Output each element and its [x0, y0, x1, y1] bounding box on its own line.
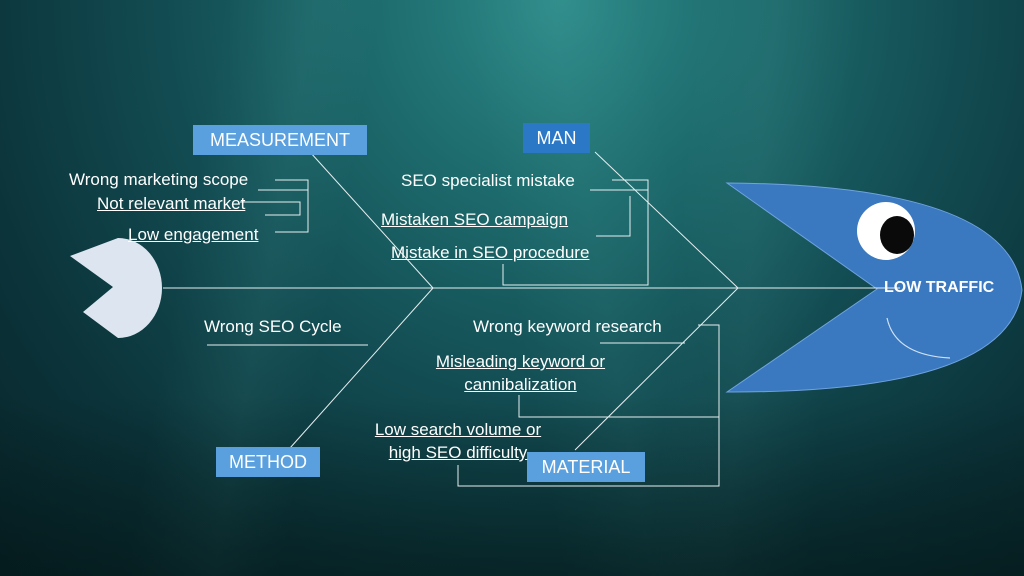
- cause-misleading-keyword-line1: Misleading keyword or: [435, 352, 606, 371]
- cause-seo-specialist-mistake: SEO specialist mistake: [401, 171, 575, 190]
- cause-wrong-keyword-research: Wrong keyword research: [473, 317, 662, 336]
- bone-material: [574, 287, 739, 451]
- connector-mistaken-campaign: [596, 196, 631, 237]
- connector-not-relevant-market: [240, 201, 301, 216]
- cause-not-relevant-market: Not relevant market: [97, 194, 246, 213]
- cause-low-engagement: Low engagement: [128, 225, 259, 244]
- category-method: METHOD: [216, 447, 320, 477]
- fish-gill: [886, 317, 951, 359]
- cause-wrong-marketing-scope: Wrong marketing scope: [69, 170, 249, 189]
- connector-bracket-man: [502, 179, 649, 286]
- connector-bracket-measurement: [275, 179, 309, 233]
- bone-method: [289, 287, 434, 449]
- fish-head: [725, 182, 1023, 393]
- cause-mistaken-seo-campaign: Mistaken SEO campaign: [381, 210, 569, 229]
- connector-bracket-material: [457, 324, 720, 487]
- cause-misleading-keyword-line2: cannibalization: [464, 375, 577, 394]
- cause-low-search-volume-line2: high SEO difficulty: [388, 443, 528, 462]
- bone-man: [594, 151, 739, 289]
- cause-wrong-seo-cycle: Wrong SEO Cycle: [204, 317, 342, 336]
- category-man: MAN: [523, 123, 590, 153]
- category-material: MATERIAL: [527, 452, 645, 482]
- fish-eye-pupil: [880, 216, 914, 254]
- cause-low-search-volume-line1: Low search volume or: [374, 420, 542, 439]
- category-measurement: MEASUREMENT: [193, 125, 367, 155]
- bone-measurement: [309, 151, 434, 289]
- cause-mistake-in-seo-procedure: Mistake in SEO procedure: [391, 243, 590, 262]
- connector-misleading: [518, 395, 719, 418]
- effect-low-traffic: LOW TRAFFIC: [884, 279, 995, 296]
- fish-tail: [70, 238, 162, 338]
